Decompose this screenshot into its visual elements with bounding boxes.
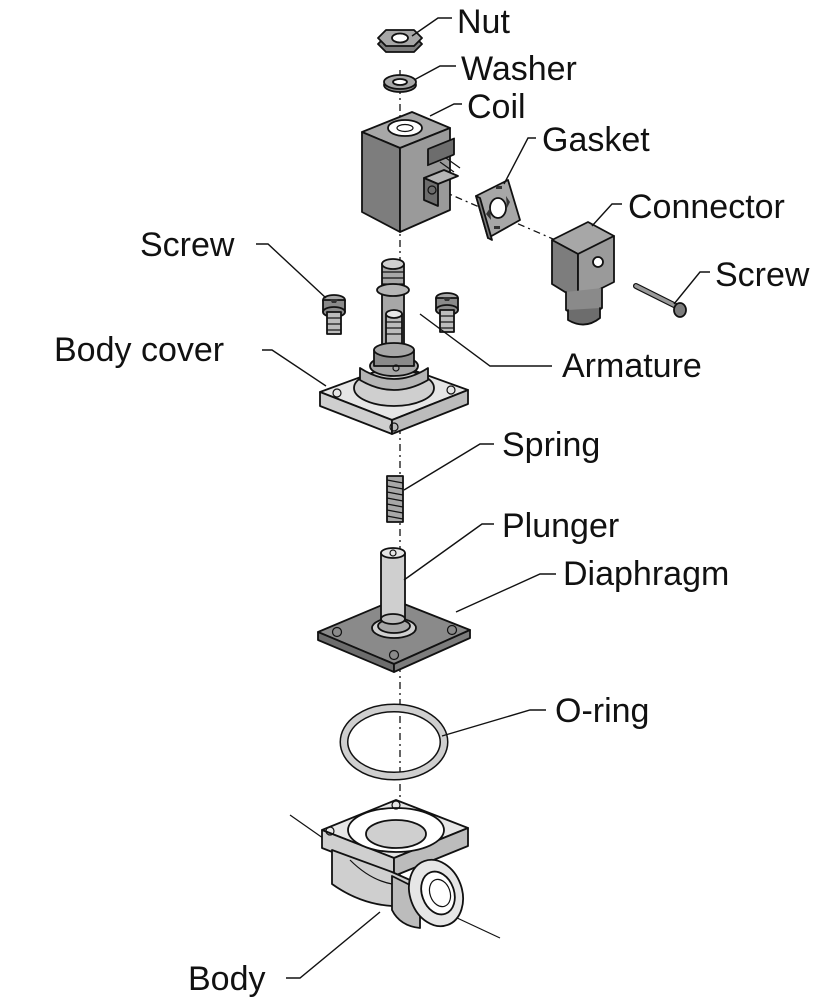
label-o-ring: O-ring (555, 692, 649, 730)
coil-part (361, 111, 461, 233)
armature-part (376, 258, 410, 355)
body-cover-part (319, 342, 469, 435)
label-washer: Washer (461, 50, 577, 88)
part-labels: Nut Washer Coil Gasket Connector Screw S… (54, 3, 810, 998)
label-plunger: Plunger (502, 507, 619, 545)
connector-screw-part (633, 283, 687, 318)
connector-part (551, 221, 615, 326)
label-connector: Connector (628, 188, 785, 226)
nut-part (377, 29, 423, 53)
washer-part (383, 74, 417, 93)
valve-body-part (289, 799, 501, 939)
cover-screw-right-part (435, 292, 459, 333)
gasket-part (475, 179, 521, 241)
spring-part (386, 475, 404, 523)
label-screw-connector: Screw (715, 256, 810, 294)
label-spring: Spring (502, 426, 600, 464)
plunger-part (380, 547, 406, 625)
o-ring-part (339, 703, 449, 781)
label-body: Body (188, 960, 266, 998)
label-body-cover: Body cover (54, 331, 224, 369)
cover-screw-left-part (322, 294, 346, 335)
label-diaphragm: Diaphragm (563, 555, 729, 593)
leader-lines (256, 17, 710, 979)
label-gasket: Gasket (542, 121, 650, 159)
label-screw-cover: Screw (140, 226, 235, 264)
label-armature: Armature (562, 347, 702, 385)
label-coil: Coil (467, 88, 526, 126)
label-nut: Nut (457, 3, 510, 41)
